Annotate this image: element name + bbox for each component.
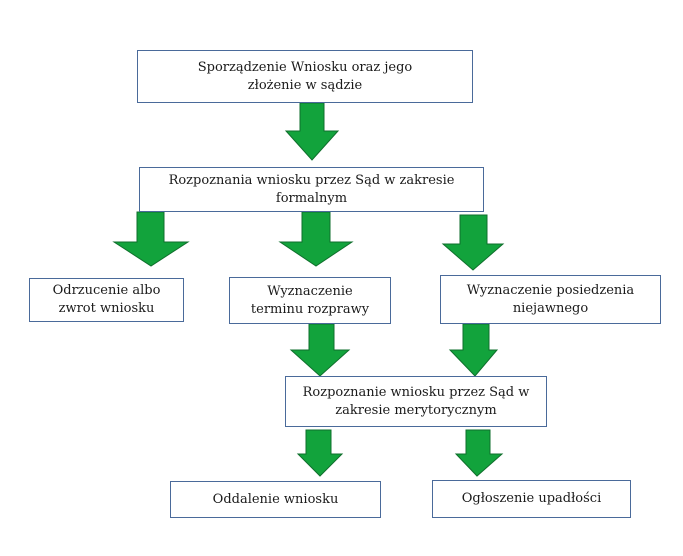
box-dismissal: Oddalenie wniosku — [170, 481, 381, 518]
box-step2-formal-review: Rozpoznania wniosku przez Sąd w zakresie… — [139, 167, 484, 212]
arrow-merits-to-bankruptcy — [454, 429, 504, 477]
box-closed-session: Wyznaczenie posiedzenia niejawnego — [440, 275, 661, 324]
box-reject-or-return: Odrzucenie albo zwrot wniosku — [29, 278, 184, 322]
box-step1-application: Sporządzenie Wniosku oraz jego złożenie … — [137, 50, 473, 103]
arrow-merits-to-dismiss — [296, 429, 344, 477]
arrow-to-reject — [112, 211, 190, 267]
box-bankruptcy-declaration: Ogłoszenie upadłości — [432, 480, 631, 518]
arrow-hearing-to-merits — [289, 323, 351, 377]
arrow-to-closed-session — [441, 214, 505, 271]
box-hearing-date: Wyznaczenie terminu rozprawy — [229, 277, 391, 324]
box-merits-review: Rozpoznanie wniosku przez Sąd w zakresie… — [285, 376, 547, 427]
arrow-to-hearing — [278, 211, 354, 267]
arrow-closed-session-to-merits — [448, 323, 499, 377]
arrow-step1-to-step2 — [284, 102, 340, 161]
